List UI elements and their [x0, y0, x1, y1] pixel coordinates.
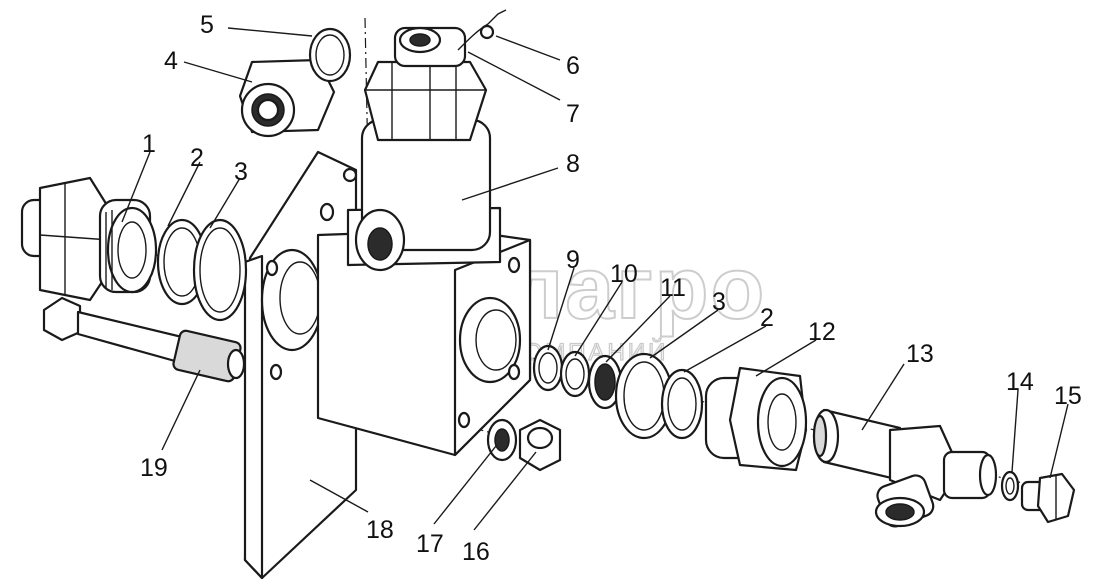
part-6-cap — [393, 9, 507, 68]
callout-14: 14 — [1006, 368, 1034, 396]
callout-3-right: 3 — [712, 288, 726, 316]
callout-3-left: 3 — [234, 158, 248, 186]
callout-8: 8 — [566, 150, 580, 178]
part-19-bolt — [42, 296, 246, 383]
part-4-fitting — [238, 58, 336, 138]
part-16-nut — [518, 418, 562, 472]
part-3-seal-ring-left — [192, 218, 248, 322]
callout-12: 12 — [808, 318, 836, 346]
callout-5: 5 — [200, 11, 214, 39]
callout-labels: 5 4 6 7 8 1 2 3 9 10 11 3 2 12 13 14 15 … — [140, 11, 1082, 566]
leader-lines — [121, 27, 1069, 531]
callout-19: 19 — [140, 454, 168, 482]
part-7-hex-nut — [363, 60, 488, 142]
callout-16: 16 — [462, 538, 490, 566]
callout-2-left: 2 — [190, 144, 204, 172]
callout-9: 9 — [566, 246, 580, 274]
part-13-angle-fitting — [812, 408, 998, 528]
callout-13: 13 — [906, 340, 934, 368]
part-15-plug-screw — [1020, 472, 1076, 524]
part-12-connector — [704, 366, 808, 472]
callout-7: 7 — [566, 100, 580, 128]
part-14-washer — [1000, 470, 1020, 502]
callout-4: 4 — [164, 47, 178, 75]
callout-1: 1 — [142, 130, 156, 158]
callout-10: 10 — [610, 260, 638, 288]
callout-18: 18 — [366, 516, 394, 544]
callout-15: 15 — [1054, 382, 1082, 410]
part-1-left-connector — [20, 176, 158, 302]
part-8-valve-body — [316, 118, 532, 457]
callout-17: 17 — [416, 530, 444, 558]
callout-6: 6 — [566, 52, 580, 80]
callout-2-right: 2 — [760, 304, 774, 332]
callout-11: 11 — [660, 274, 686, 302]
